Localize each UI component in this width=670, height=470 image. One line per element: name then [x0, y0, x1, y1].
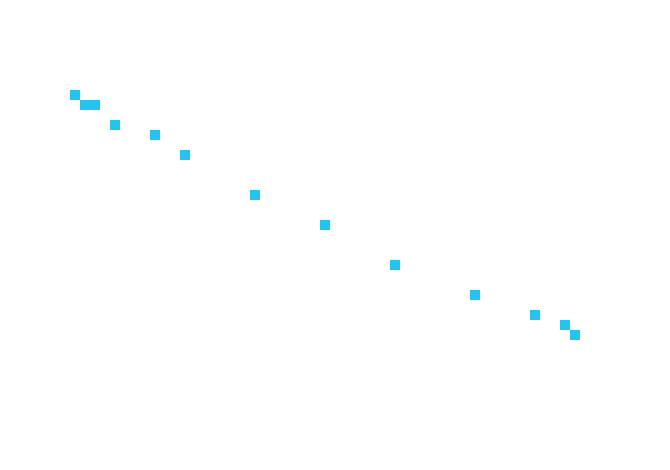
data-point-12: [560, 320, 570, 330]
data-point-11: [530, 310, 540, 320]
points-layer: [70, 90, 580, 340]
data-point-4: [110, 120, 120, 130]
data-point-8: [320, 220, 330, 230]
data-point-6: [180, 150, 190, 160]
data-point-3: [90, 100, 100, 110]
data-point-2: [80, 100, 90, 110]
data-point-5: [150, 130, 160, 140]
data-point-1: [70, 90, 80, 100]
data-point-10: [470, 290, 480, 300]
data-point-7: [250, 190, 260, 200]
data-point-13: [570, 330, 580, 340]
data-point-9: [390, 260, 400, 270]
